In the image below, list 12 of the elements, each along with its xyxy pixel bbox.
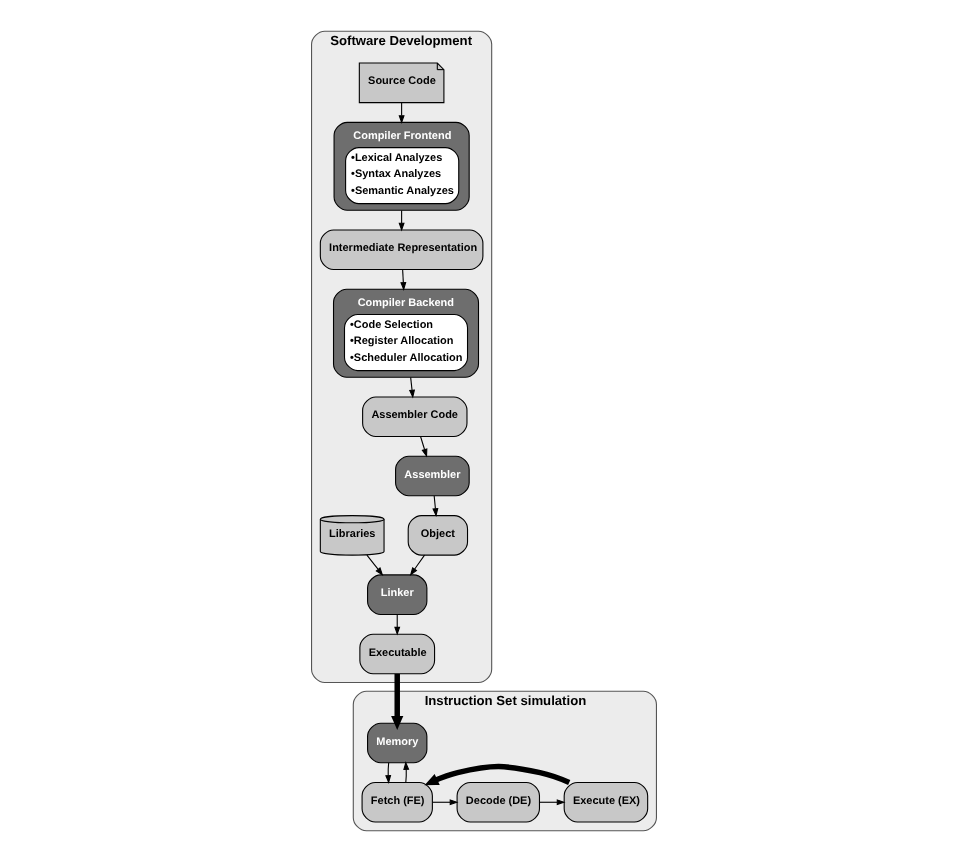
arrow [391,672,404,729]
arrow [432,494,439,516]
arrow [366,553,384,575]
arrow [400,268,407,290]
arrow [394,612,401,635]
arrow [538,798,566,805]
arrow [403,760,410,782]
arrow [420,434,428,457]
arrow [398,208,405,231]
arrow [408,375,416,398]
arrow [409,553,426,575]
arrow [424,762,571,785]
